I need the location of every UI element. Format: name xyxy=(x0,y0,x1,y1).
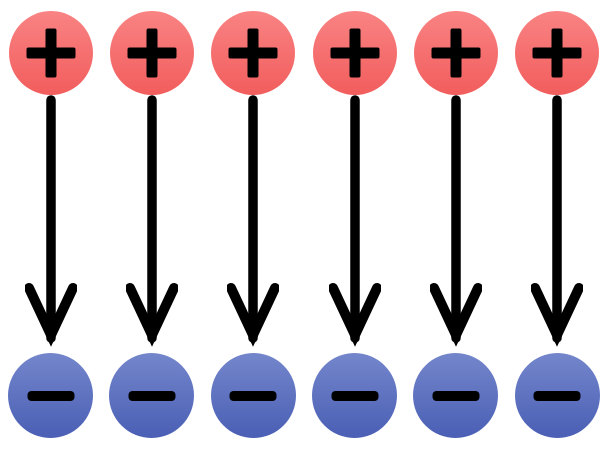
field-arrow-down-icon xyxy=(531,95,584,347)
charge-column xyxy=(507,0,608,451)
plus-icon xyxy=(431,47,481,59)
negative-charge xyxy=(8,353,94,438)
minus-icon xyxy=(128,390,176,401)
minus-icon xyxy=(533,390,581,401)
negative-charge xyxy=(109,353,195,438)
field-arrow-down-icon xyxy=(125,95,178,347)
field-arrow-down-icon xyxy=(24,95,77,347)
positive-charge xyxy=(8,11,93,95)
plus-icon xyxy=(127,47,177,59)
charge-column xyxy=(304,0,405,451)
positive-charge xyxy=(413,11,498,95)
negative-charge xyxy=(514,353,600,438)
minus-icon xyxy=(331,390,379,401)
minus-icon xyxy=(27,390,75,401)
plus-icon xyxy=(228,47,278,59)
negative-charge xyxy=(210,353,296,438)
charge-column xyxy=(405,0,506,451)
field-arrow-down-icon xyxy=(328,95,381,347)
charge-column xyxy=(0,0,101,451)
plus-icon xyxy=(330,47,380,59)
negative-charge xyxy=(312,353,398,438)
plus-icon xyxy=(26,47,76,59)
negative-charge xyxy=(413,353,499,438)
charge-column xyxy=(101,0,202,451)
field-arrow-down-icon xyxy=(227,95,280,347)
positive-charge xyxy=(211,11,296,95)
plus-icon xyxy=(532,47,582,59)
charge-column xyxy=(203,0,304,451)
minus-icon xyxy=(432,390,480,401)
positive-charge xyxy=(109,11,194,95)
positive-charge xyxy=(312,11,397,95)
minus-icon xyxy=(229,390,277,401)
positive-charge xyxy=(515,11,600,95)
field-arrow-down-icon xyxy=(429,95,482,347)
